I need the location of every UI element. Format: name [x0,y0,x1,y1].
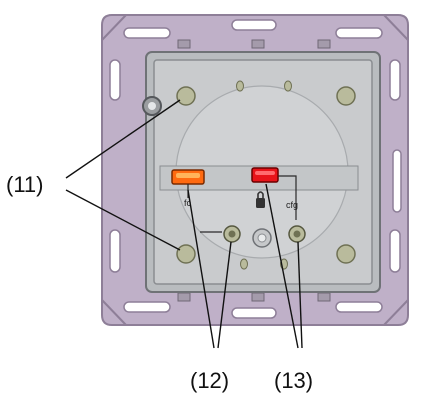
device-module: fc cfg [142,51,381,293]
leader-lines [65,99,303,349]
button-fc [223,225,241,243]
frame-clip-bottom-3 [317,292,331,302]
frame-clip-bottom-1 [177,292,191,302]
trace-cfg [278,175,297,220]
frame-corner-tl [101,14,127,41]
frame-slot-top-right [335,27,383,39]
frame-clip-bottom-2 [251,292,265,302]
corner-stud-bottom-left [176,244,196,264]
frame-slot-left-upper [109,59,121,101]
frame-slot-right-upper [389,59,401,101]
padlock-icon [256,191,265,208]
frame-clip-top-2 [251,39,265,49]
callout-11: (11) [6,172,44,197]
frame-slot-left-lower [109,229,121,273]
center-reset-button [252,228,272,248]
corner-stud-bottom-right [336,244,356,264]
frame-slot-right-lower [389,229,401,273]
frame-corner-tr [383,14,409,41]
frame-slot-bottom-right [335,301,383,313]
frame-slot-bottom-center [231,307,277,319]
corner-stud-top-right [336,86,356,106]
leader-13-a [265,183,299,349]
led-right-highlight [255,171,275,175]
leader-12-b [217,241,232,349]
leader-13-b [297,241,303,349]
frame-corner-br [383,299,409,326]
led-left-highlight [176,173,200,178]
pin-top-right [284,80,292,92]
callout-12: (12) [190,368,229,393]
leader-11-top [65,99,181,179]
label-fc: fc [184,198,192,208]
pin-bottom-left [240,258,248,270]
frame-slot-bottom-left [123,301,171,313]
label-cfg: cfg [286,200,298,210]
frame-slot-top-center [231,19,277,31]
leader-11-bottom [65,189,181,251]
frame-corner-bl [101,299,127,326]
corner-stud-top-left [176,86,196,106]
callout-13: (13) [274,368,313,393]
frame-slot-top-left [123,27,171,39]
frame-clip-top-1 [177,39,191,49]
button-cfg [288,225,306,243]
frame-slot-right-mid [392,149,402,213]
frame-clip-top-3 [317,39,331,49]
leader-12-a [187,189,215,349]
housing-screw-center [148,102,156,110]
pin-top-left [236,80,244,92]
